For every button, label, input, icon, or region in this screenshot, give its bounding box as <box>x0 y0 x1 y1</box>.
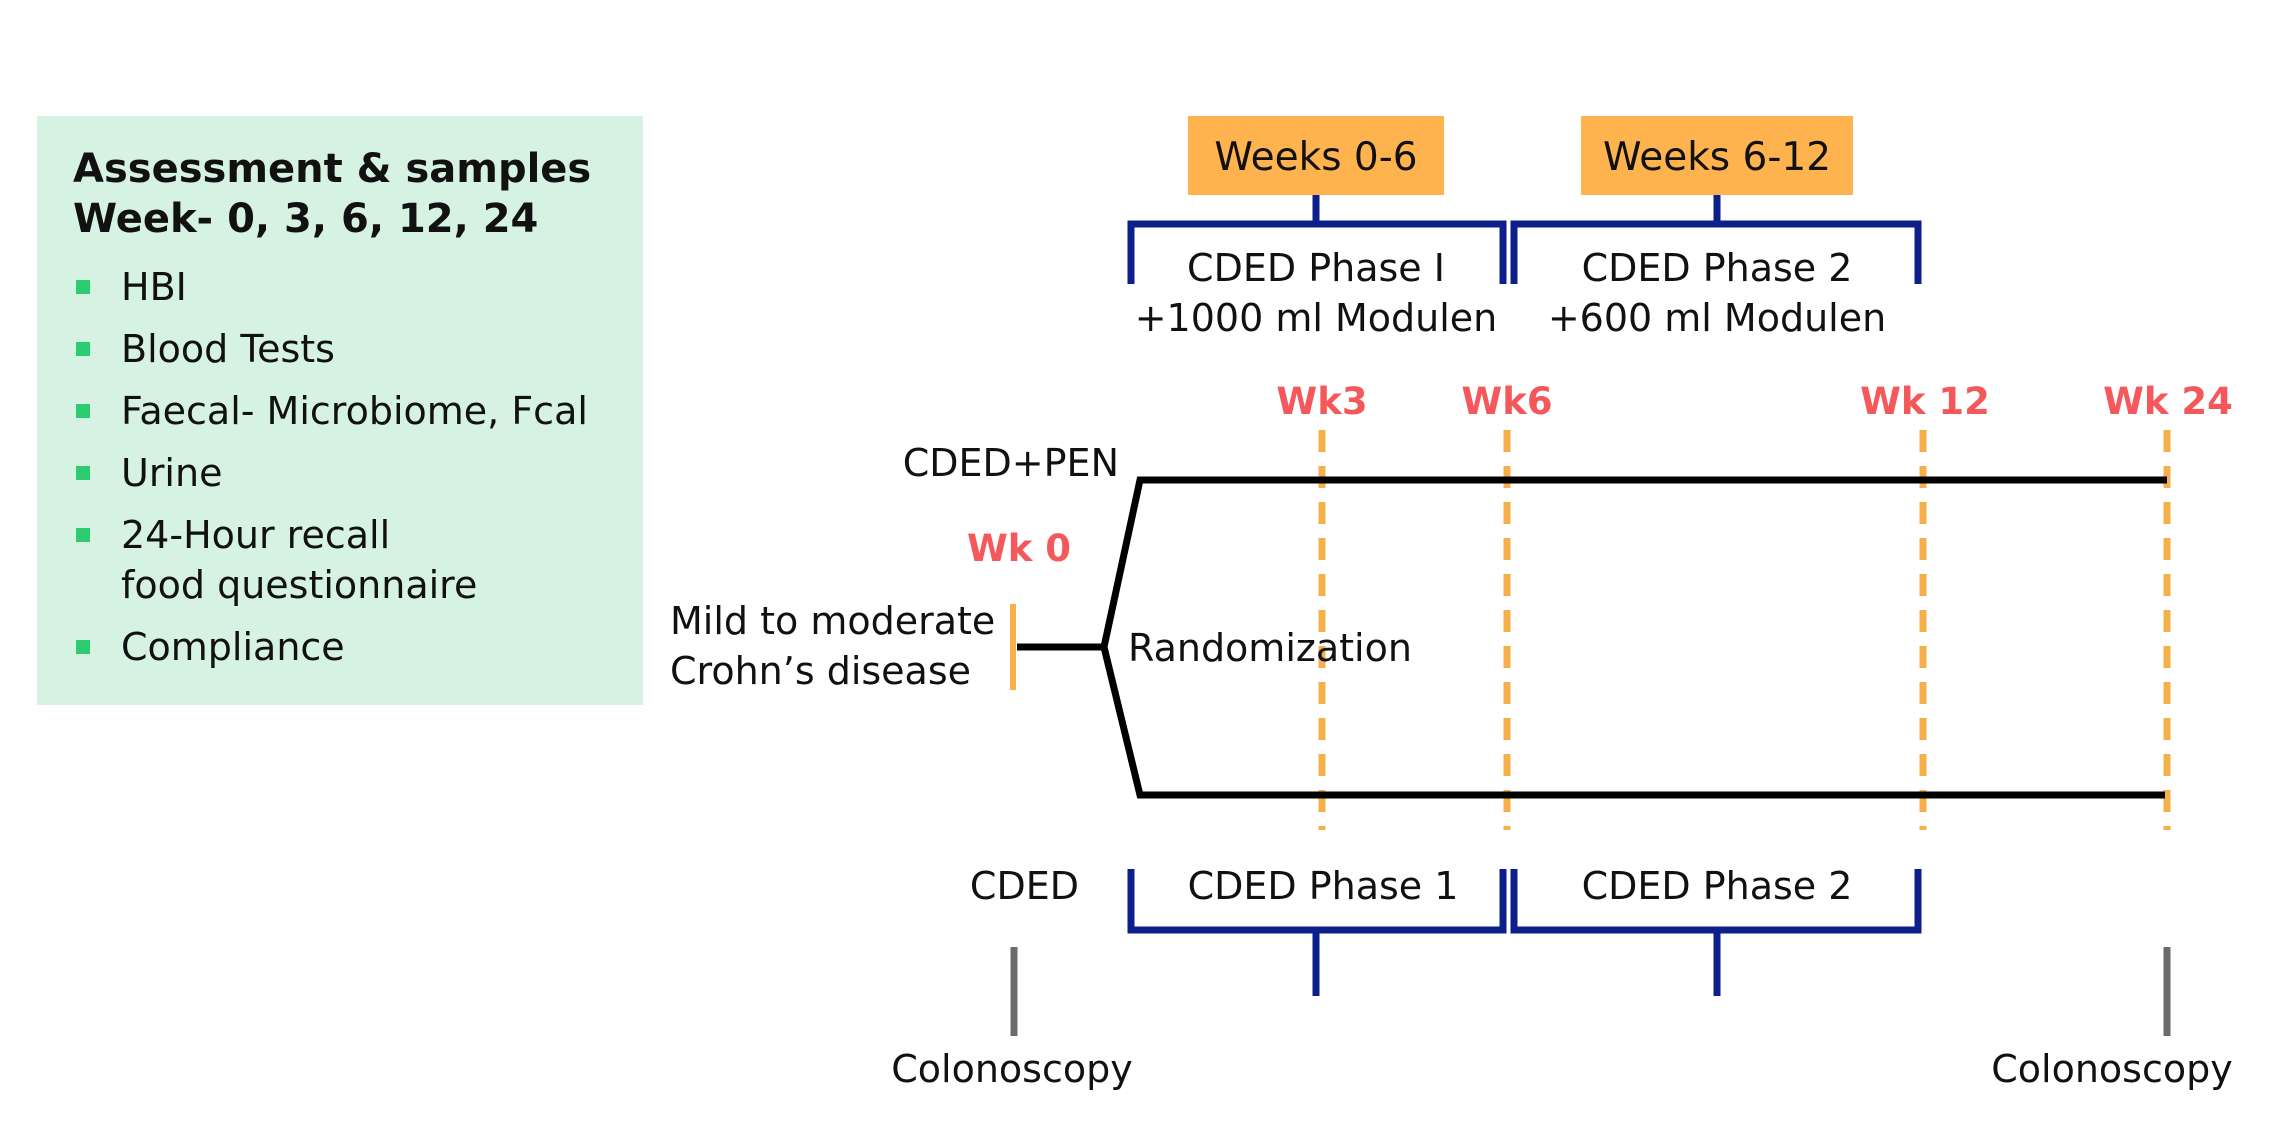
list-item: Urine <box>73 448 588 498</box>
arm-label-cded-pen: CDED+PEN <box>903 441 1119 485</box>
bullet-square-icon <box>76 640 90 654</box>
bullet-square-icon <box>76 528 90 542</box>
timepoint-wk24: Wk 24 <box>2103 380 2233 423</box>
bullet-square-icon <box>76 404 90 418</box>
assessment-title-line1: Assessment & samples <box>73 146 592 192</box>
list-item-label: HBI <box>121 265 187 309</box>
arm-lines <box>1017 476 2167 799</box>
arm-line-cded-pen <box>1100 476 2167 648</box>
assessment-panel: Assessment & samples Week- 0, 3, 6, 12, … <box>37 116 643 705</box>
bracket-top-phase1 <box>1127 220 1507 284</box>
list-item-label: Urine <box>121 451 223 495</box>
timepoint-lines <box>1318 430 2171 830</box>
bottom-phase-brackets <box>1127 869 1922 996</box>
list-item-label: 24-Hour recall <box>121 513 391 557</box>
list-item: HBI <box>73 262 588 312</box>
colonoscopy-label-end: Colonoscopy <box>1991 1047 2232 1091</box>
top-phase1-line2: +1000 ml Modulen <box>1135 296 1498 340</box>
timepoint-wk12: Wk 12 <box>1860 380 1990 423</box>
top-phase1-line1: CDED Phase I <box>1187 246 1445 290</box>
top-phase-brackets <box>1127 195 1922 284</box>
timepoint-wk3: Wk3 <box>1276 380 1367 423</box>
list-item-label: Compliance <box>121 625 345 669</box>
bottom-phase1-label: CDED Phase 1 <box>1188 864 1459 908</box>
top-phase2-line1: CDED Phase 2 <box>1582 246 1853 290</box>
timepoint-wk6: Wk6 <box>1461 380 1552 423</box>
bracket-top-phase2 <box>1510 220 1922 284</box>
bullet-square-icon <box>76 280 90 294</box>
period-box-weeks-6-12 <box>1581 116 1853 195</box>
list-item: Faecal- Microbiome, Fcal <box>73 386 588 436</box>
list-item-label: Blood Tests <box>121 327 335 371</box>
top-phase2-line2: +600 ml Modulen <box>1548 296 1886 340</box>
list-item-label: Faecal- Microbiome, Fcal <box>121 389 588 433</box>
assessment-title: Assessment & samples Week- 0, 3, 6, 12, … <box>73 144 591 244</box>
period-label-weeks-0-6: Weeks 0-6 <box>1214 135 1417 180</box>
bullet-square-icon <box>76 466 90 480</box>
list-item: Compliance <box>73 622 588 672</box>
bottom-phase2-label: CDED Phase 2 <box>1582 864 1853 908</box>
assessment-title-line2: Week- 0, 3, 6, 12, 24 <box>73 196 539 242</box>
assessment-list: HBI Blood Tests Faecal- Microbiome, Fcal… <box>73 262 588 684</box>
colonoscopy-label-start: Colonoscopy <box>891 1047 1132 1091</box>
period-label-weeks-6-12: Weeks 6-12 <box>1603 135 1831 180</box>
list-item: 24-Hour recall food questionnaire <box>73 510 588 610</box>
randomization-label: Randomization <box>1128 626 1412 670</box>
population-line1: Mild to moderate <box>670 599 995 643</box>
population-line2: Crohn’s disease <box>670 649 971 693</box>
arm-line-cded <box>1100 646 2165 799</box>
period-box-weeks-0-6 <box>1188 116 1444 195</box>
list-item: Blood Tests <box>73 324 588 374</box>
bullet-square-icon <box>76 342 90 356</box>
list-item-label-line2: food questionnaire <box>121 563 478 607</box>
arm-label-cded: CDED <box>970 864 1079 908</box>
timepoint-wk0: Wk 0 <box>967 527 1071 570</box>
